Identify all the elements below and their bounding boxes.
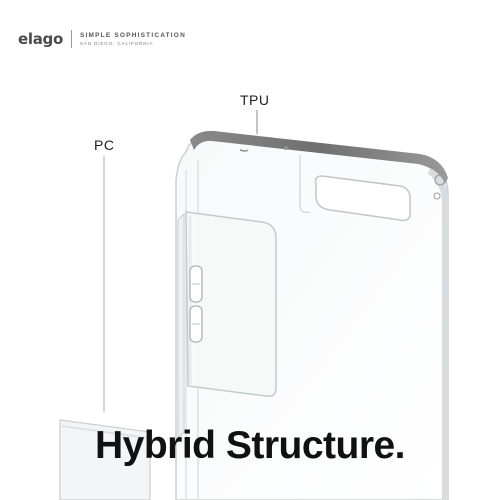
tpu-bumper-band [190, 130, 448, 186]
brand-tagline: SIMPLE SOPHISTICATION [79, 32, 186, 39]
corner-bump [434, 174, 446, 186]
tpu-label: TPU [240, 92, 270, 108]
brand-header: elago SIMPLE SOPHISTICATION SAN DIEGO, C… [18, 30, 186, 48]
pc-plate [185, 211, 277, 398]
brand-location: SAN DIEGO, CALIFORNIA [79, 41, 154, 46]
pc-bottom-piece [59, 419, 151, 500]
pc-label: PC [94, 137, 115, 153]
brand-text: SIMPLE SOPHISTICATION SAN DIEGO, CALIFOR… [80, 32, 186, 46]
headline: Hybrid Structure. [94, 424, 406, 467]
camera-cutout [314, 175, 411, 222]
brand-divider [70, 30, 72, 48]
brand-logo: elago [18, 30, 63, 48]
